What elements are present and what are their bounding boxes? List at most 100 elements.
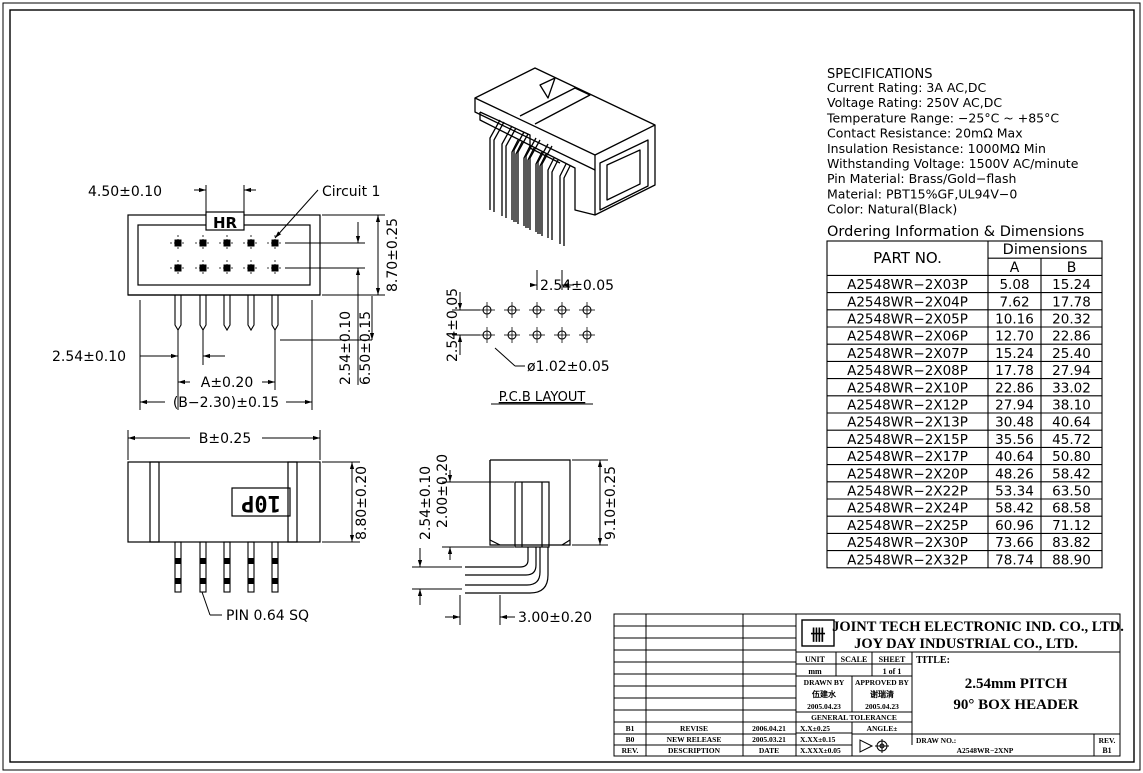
- dim-pin-row: [280, 222, 375, 385]
- bottom-pin: [247, 541, 255, 593]
- side-row-pitch-label: 2.54±0.10: [418, 466, 434, 540]
- spec-line: Insulation Resistance: 1000MΩ Min: [827, 141, 1046, 156]
- ordering-cell: 5.08: [999, 277, 1029, 293]
- circuit-leader: [274, 189, 319, 239]
- ordering-cell: 58.42: [1052, 466, 1091, 482]
- dim-a-label: A±0.20: [201, 375, 253, 391]
- ordering-col-dims: Dimensions: [1003, 242, 1088, 258]
- ordering-cell: 40.64: [1052, 415, 1091, 431]
- tol-3: X.XXX±0.05: [800, 746, 841, 755]
- dim-pitch-h-label: 2.54±0.10: [52, 349, 126, 365]
- ordering-cell: A2548WR−2X17P: [847, 449, 968, 465]
- ordering-cell: 25.40: [1052, 346, 1091, 362]
- bottom-view: [127, 461, 321, 543]
- iso-pin: [515, 141, 523, 222]
- dim-front-height: [322, 214, 385, 296]
- spec-line: Material: PBT15%GF,UL94V−0: [827, 186, 1017, 201]
- iso-pin: [529, 139, 541, 230]
- ordering-cell: 71.12: [1052, 518, 1091, 534]
- pcb-dims: [452, 270, 574, 367]
- iso-pin: [511, 139, 519, 220]
- front-pin: [247, 295, 255, 332]
- ordering-cell: A2548WR−2X12P: [847, 398, 968, 414]
- bottom-marking: 10P: [241, 490, 281, 515]
- bottom-pin-mark: [175, 558, 181, 564]
- bottom-pin-mark: [224, 558, 230, 564]
- pcb-pitch-y-label: 2.54±0.05: [445, 288, 461, 362]
- approved-label: APPROVED BY: [855, 678, 910, 687]
- ordering-cell: 22.86: [1052, 329, 1091, 345]
- company-1: JOINT TECH ELECTRONIC IND. CO., LTD.: [832, 619, 1124, 635]
- iso-pin: [559, 163, 567, 244]
- bottom-pin-mark: [224, 578, 230, 584]
- ordering-cell: 27.94: [1052, 363, 1091, 379]
- front-body-inner: [137, 224, 311, 286]
- iso-pin: [563, 165, 571, 246]
- front-pin: [199, 295, 207, 332]
- bottom-dims: [127, 430, 360, 616]
- ordering-row: A2548WR−2X13P 30.48 40.64: [847, 415, 1091, 431]
- pcb-caption: P.C.B LAYOUT: [499, 390, 586, 405]
- ordering-cell: 58.42: [995, 501, 1034, 517]
- iso-pin: [513, 131, 525, 222]
- rev-header-date: DATE: [759, 746, 779, 755]
- bottom-dim-height-label: 8.80±0.20: [354, 466, 370, 540]
- iso-pin: [551, 159, 559, 240]
- front-pin: [174, 295, 182, 332]
- rev-label: REV.: [1099, 736, 1116, 745]
- hr-key-box: [205, 211, 245, 231]
- ordering-cell: 15.24: [995, 346, 1034, 362]
- ordering-col-a: A: [1010, 260, 1020, 276]
- dim-key-width-label: 4.50±0.10: [88, 184, 162, 200]
- ordering-cell: 48.26: [995, 466, 1034, 482]
- rev-header-rev: REV.: [622, 746, 639, 755]
- spec-line: Withstanding Voltage: 1500V AC/minute: [827, 156, 1079, 171]
- iso-pin: [537, 143, 549, 234]
- ordering-cell: 17.78: [995, 363, 1034, 379]
- bottom-pin-mark: [200, 558, 206, 564]
- ordering-col-b: B: [1067, 260, 1077, 276]
- ordering-cell: A2548WR−2X13P: [847, 415, 968, 431]
- ordering-cell: A2548WR−2X03P: [847, 277, 968, 293]
- pin-label: PIN 0.64 SQ: [226, 608, 309, 624]
- ordering-cell: 33.02: [1052, 380, 1091, 396]
- bottom-pin: [174, 541, 182, 593]
- company-2: JOY DAY INDUSTRIAL CO., LTD.: [854, 636, 1078, 652]
- bottom-pin-mark: [248, 578, 254, 584]
- ordering-cell: 68.58: [1052, 501, 1091, 517]
- ordering-cell: A2548WR−2X10P: [847, 380, 968, 396]
- spec-heading: SPECIFICATIONS: [827, 67, 932, 82]
- front-pin: [223, 295, 231, 332]
- spec-line: Color: Natural(Black): [827, 202, 957, 217]
- bottom-pins: [174, 541, 279, 593]
- bottom-pin-mark: [248, 558, 254, 564]
- bottom-marking-box: [231, 487, 291, 517]
- rev-header-desc: DESCRIPTION: [668, 746, 721, 755]
- iso-pin: [523, 145, 531, 226]
- spec-line: Contact Resistance: 20mΩ Max: [827, 126, 1023, 141]
- spec-line: Voltage Rating: 250V AC,DC: [827, 95, 1002, 110]
- inner-border: [9, 9, 1135, 763]
- dim-front-height-label: 8.70±0.25: [385, 218, 401, 292]
- unit-value: mm: [808, 667, 822, 676]
- ordering-cell: 38.10: [1052, 398, 1091, 414]
- bottom-pin-mark: [175, 578, 181, 584]
- ordering-cell: 30.48: [995, 415, 1034, 431]
- ordering-table-border: [826, 240, 1103, 569]
- bottom-pin-mark: [200, 578, 206, 584]
- bottom-pin: [271, 541, 279, 593]
- approved-date: 2005.04.23: [865, 702, 899, 711]
- bottom-pin: [199, 541, 207, 593]
- pcb-holes: [479, 302, 595, 343]
- front-contacts: [170, 235, 283, 276]
- ordering-cell: 12.70: [995, 329, 1034, 345]
